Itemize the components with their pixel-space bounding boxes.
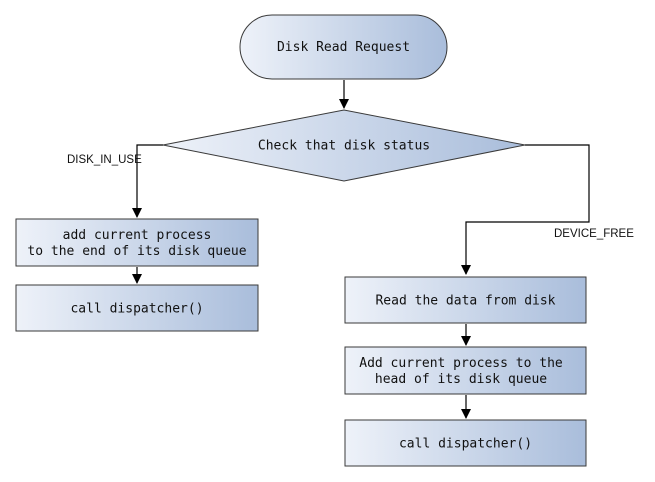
add-head-queue-line2: head of its disk queue [375, 372, 547, 387]
decision-node: Check that disk status [162, 109, 526, 182]
read-data-node: Read the data from disk [344, 276, 587, 324]
add-end-queue-line2: to the end of its disk queue [27, 244, 246, 259]
read-data-label: Read the data from disk [375, 294, 555, 309]
decision-node-label: Check that disk status [258, 139, 430, 154]
add-head-queue-line1: Add current process to the [359, 356, 563, 371]
edge-disk-in-use [132, 144, 163, 218]
start-node: Disk Read Request [239, 14, 448, 80]
call-dispatcher-left-label: call dispatcher() [70, 302, 203, 317]
add-head-queue-node: Add current process to the head of its d… [344, 346, 587, 395]
call-dispatcher-right-label: call dispatcher() [399, 437, 532, 452]
add-end-queue-node: add current process to the end of its di… [15, 218, 259, 267]
label-device-free: DEVICE_FREE [554, 228, 634, 240]
start-node-label: Disk Read Request [277, 40, 410, 55]
add-end-queue-line1: add current process [63, 228, 212, 243]
call-dispatcher-left-node: call dispatcher() [15, 284, 259, 332]
label-disk-in-use: DISK_IN_USE [67, 154, 142, 166]
edge-device-free [461, 144, 590, 275]
call-dispatcher-right-node: call dispatcher() [344, 419, 587, 467]
